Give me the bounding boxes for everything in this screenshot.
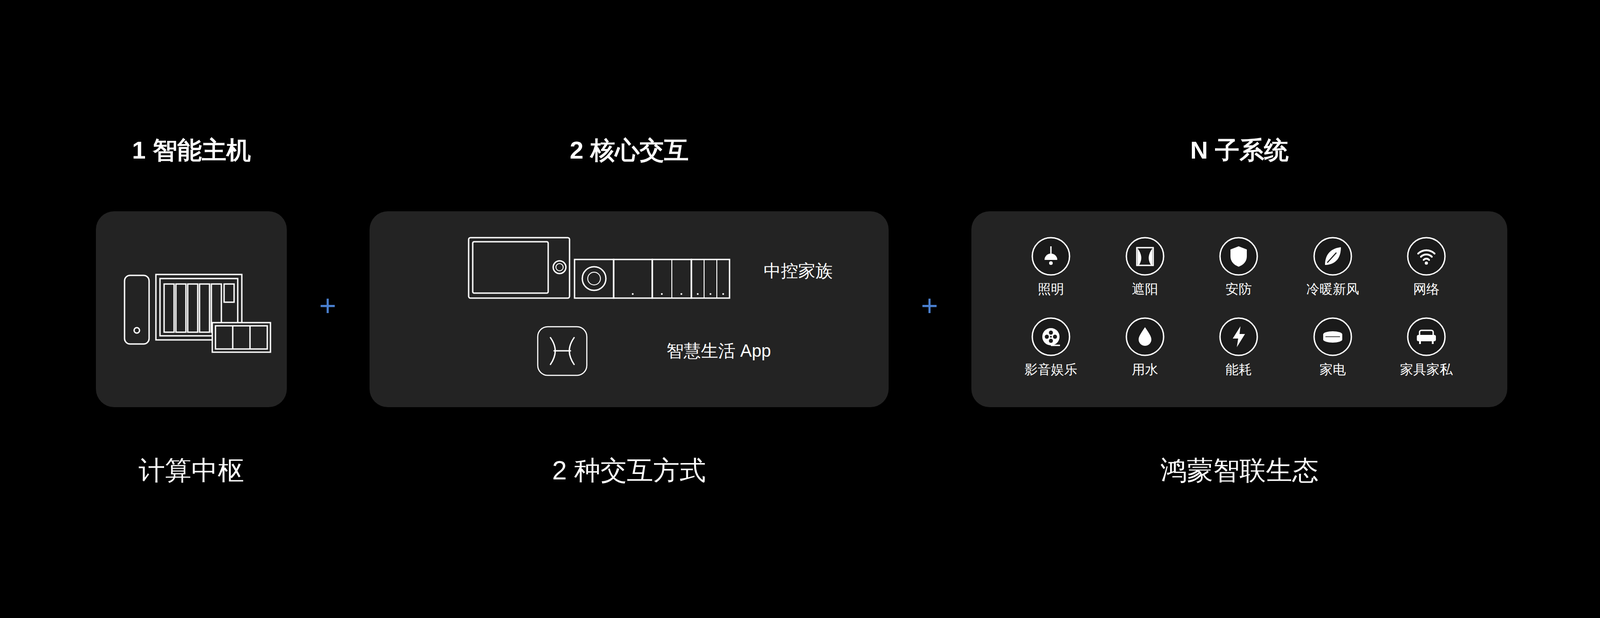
subsystem-item: 用水 [1095, 316, 1195, 378]
group-panel: N 子系统鸿蒙智联生态照明遮阳安防冷暖新风网络影音娱乐用水能耗家电家具家私 [971, 211, 1508, 408]
subsystem-label: 安防 [1189, 281, 1288, 297]
subsystem-icon [1218, 316, 1259, 357]
subsystem-item: 安防 [1189, 236, 1288, 297]
subsystem-item: 网络 [1377, 236, 1476, 297]
subsystem-icon [1125, 236, 1165, 277]
group-panel: 2 核心交互2 种交互方式中控家族智慧生活 App [369, 211, 889, 408]
subsystem-label: 家电 [1283, 362, 1382, 378]
section-caption: 计算中枢 [5, 455, 378, 486]
subsystem-label: 网络 [1377, 281, 1476, 297]
subsystem-item: 家具家私 [1377, 316, 1476, 378]
section-heading: N 子系统 [880, 135, 1599, 165]
subsystem-item: 冷暖新风 [1283, 236, 1382, 297]
plus-sign: + [920, 288, 938, 324]
subsystem-label: 家具家私 [1377, 362, 1476, 378]
subsystem-icon [1312, 316, 1353, 357]
section-caption: 鸿蒙智联生态 [880, 455, 1599, 486]
section-caption: 2 种交互方式 [278, 455, 980, 486]
group-panel: 1 智能主机计算中枢 [95, 211, 287, 408]
section-heading: 1 智能主机 [5, 135, 378, 165]
plus-sign: + [319, 288, 336, 324]
product-family-label: 中控家族 [763, 260, 833, 282]
subsystem-item: 遮阳 [1095, 236, 1195, 297]
subsystem-icon [1125, 316, 1165, 357]
subsystem-label: 用水 [1095, 362, 1195, 378]
subsystem-icon [1218, 236, 1259, 277]
subsystem-item: 影音娱乐 [1001, 316, 1100, 378]
subsystem-label: 能耗 [1189, 362, 1288, 378]
subsystem-item: 能耗 [1189, 316, 1288, 378]
subsystem-label: 遮阳 [1095, 281, 1195, 297]
device-illustration [369, 211, 889, 408]
device-illustration [95, 211, 287, 408]
subsystem-icon [1406, 316, 1447, 357]
subsystem-icon [1406, 236, 1447, 277]
subsystem-icon [1030, 236, 1071, 277]
subsystem-item: 照明 [1001, 236, 1100, 297]
section-heading: 2 核心交互 [278, 135, 980, 165]
subsystem-label: 冷暖新风 [1283, 281, 1382, 297]
subsystem-item: 家电 [1283, 316, 1382, 378]
subsystem-icon [1312, 236, 1353, 277]
subsystem-label: 照明 [1001, 281, 1100, 297]
subsystem-icon [1030, 316, 1071, 357]
app-label: 智慧生活 App [666, 340, 771, 362]
subsystem-label: 影音娱乐 [1001, 362, 1100, 378]
